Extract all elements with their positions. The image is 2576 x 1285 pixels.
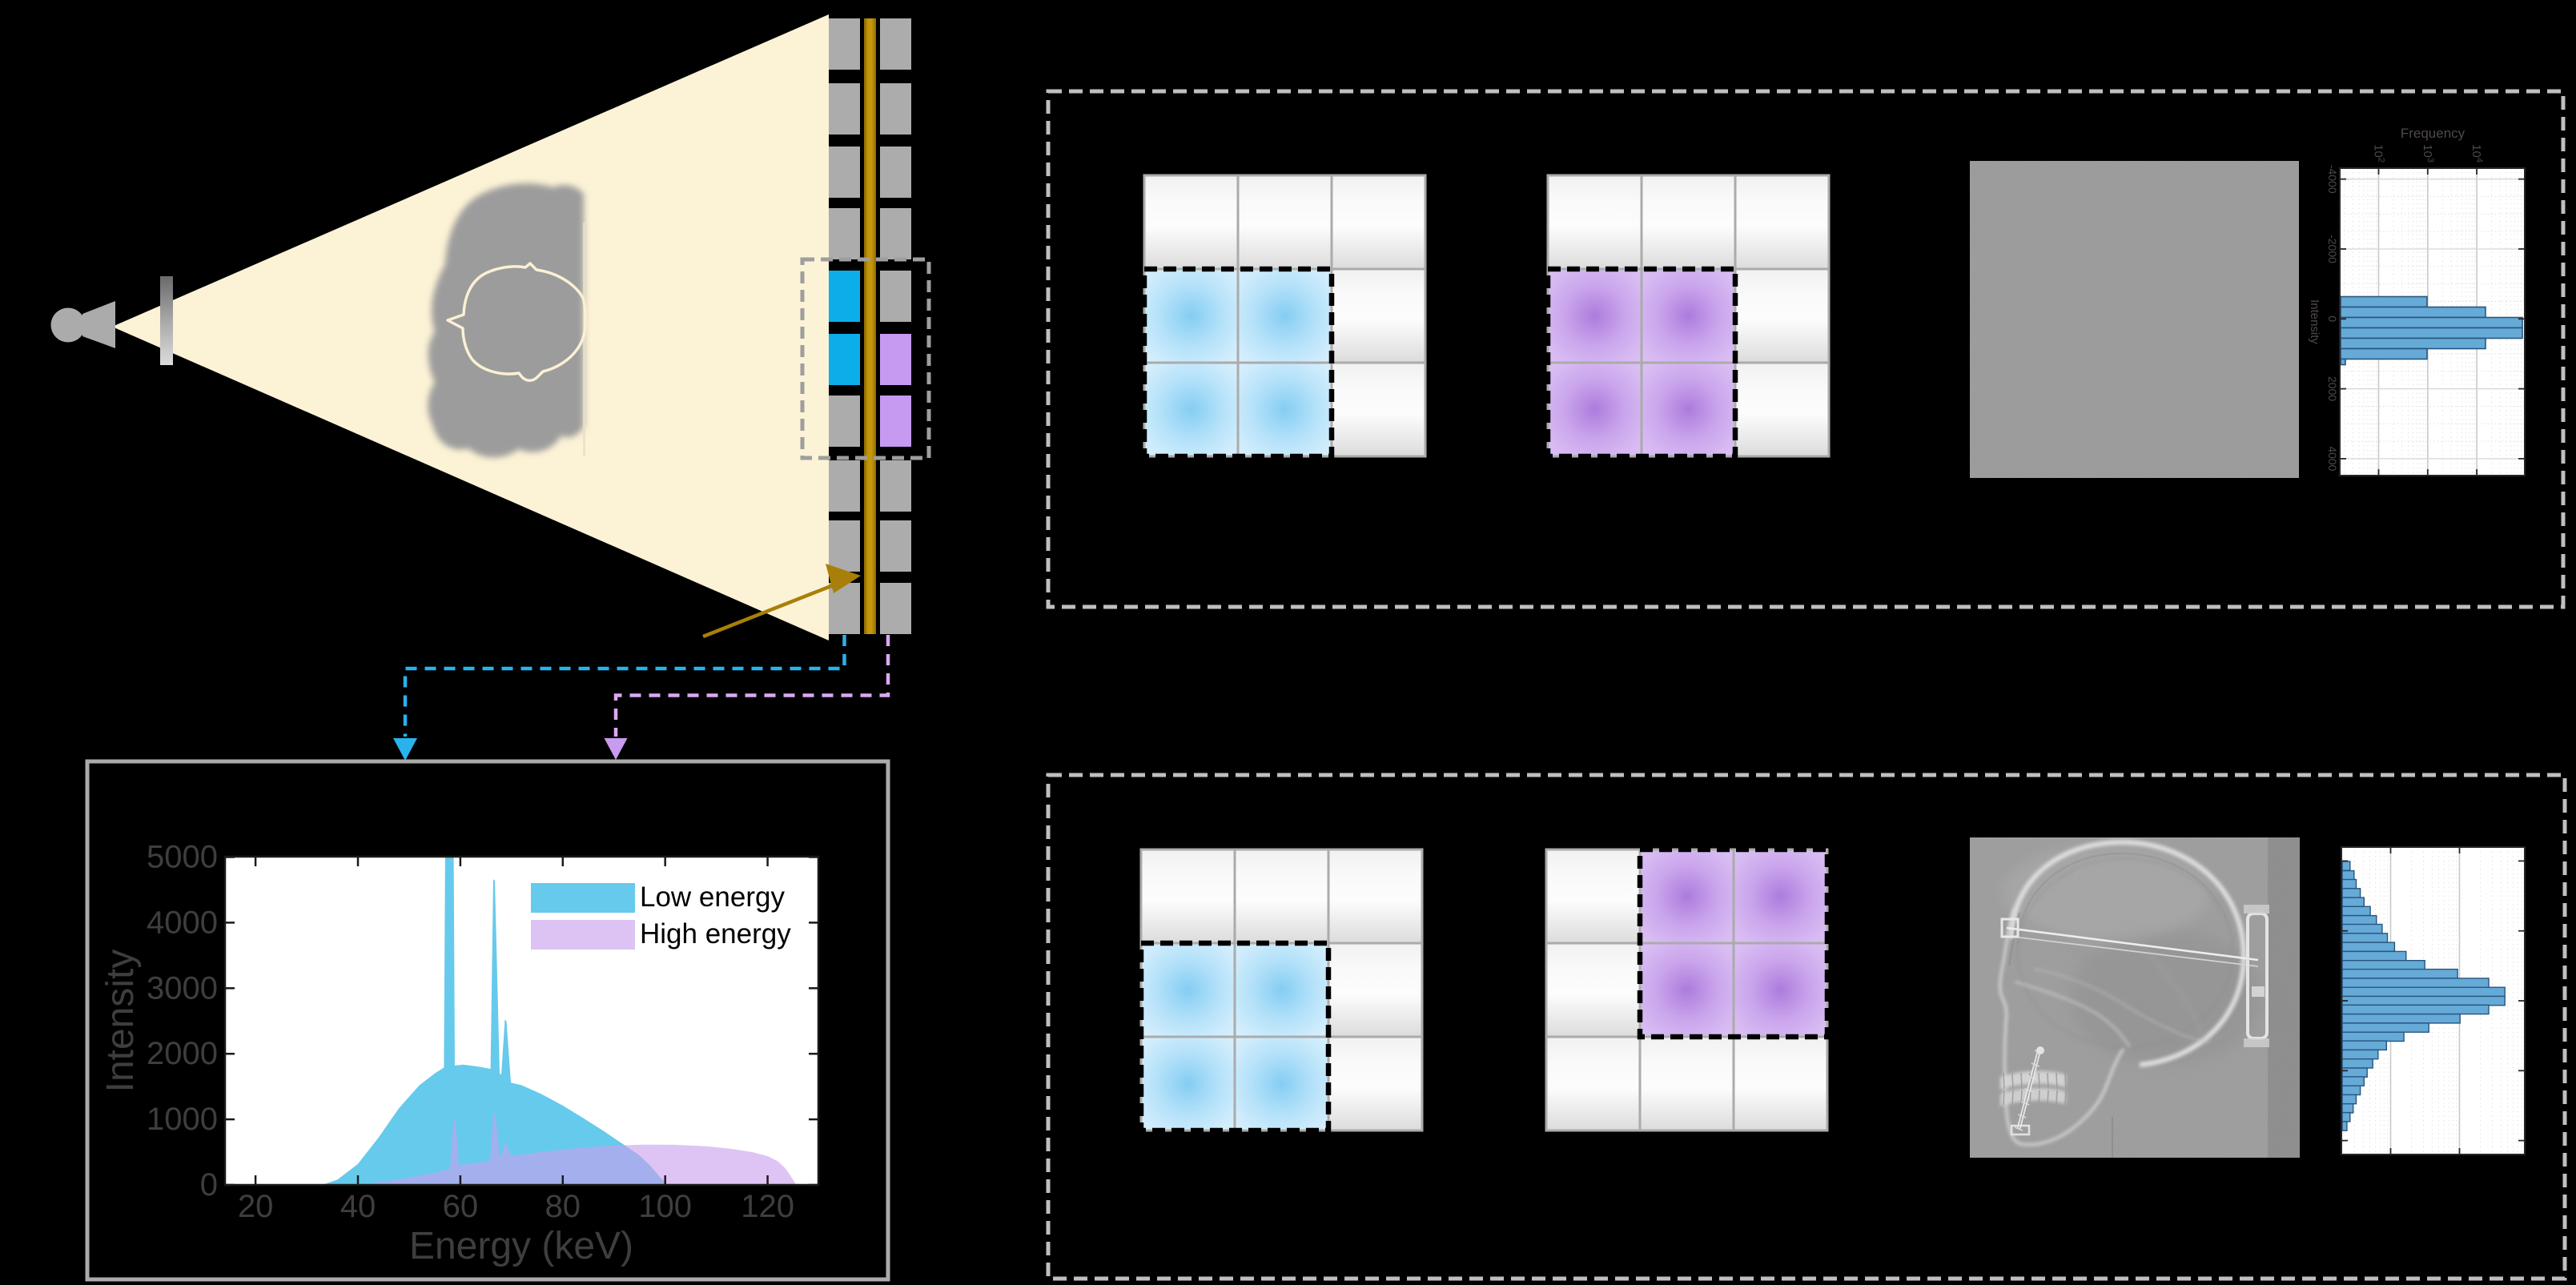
svg-text:Low energy: Low energy (640, 881, 785, 913)
svg-text:Intensity: Intensity (99, 950, 142, 1093)
svg-text:0: 0 (2326, 315, 2339, 322)
svg-text:-2000: -2000 (2326, 235, 2339, 263)
svg-text:100: 100 (638, 1189, 692, 1224)
svg-text:Intensity: Intensity (2308, 299, 2321, 344)
svg-text:0: 0 (200, 1167, 218, 1203)
svg-text:20: 20 (238, 1189, 274, 1224)
svg-text:4000: 4000 (2326, 446, 2339, 471)
svg-text:120: 120 (741, 1189, 794, 1224)
svg-text:60: 60 (443, 1189, 479, 1224)
svg-text:2000: 2000 (147, 1036, 218, 1071)
svg-text:2000: 2000 (2326, 376, 2339, 401)
svg-text:40: 40 (340, 1189, 376, 1224)
svg-text:Energy (keV): Energy (keV) (409, 1225, 633, 1267)
svg-text:1000: 1000 (147, 1102, 218, 1137)
svg-text:4000: 4000 (147, 905, 218, 940)
svg-text:Frequency: Frequency (2401, 126, 2465, 141)
svg-text:80: 80 (545, 1189, 581, 1224)
svg-text:3000: 3000 (147, 970, 218, 1006)
svg-text:-4000: -4000 (2326, 165, 2339, 194)
svg-text:High energy: High energy (640, 918, 791, 950)
svg-text:5000: 5000 (147, 840, 218, 875)
